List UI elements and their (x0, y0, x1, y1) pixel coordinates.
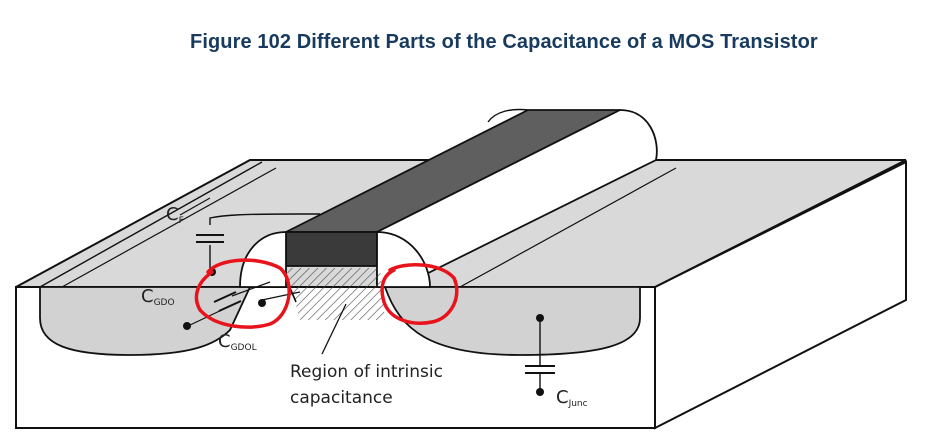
red-annotation-circle-right (380, 263, 459, 325)
figure-title: Figure 102 Different Parts of the Capaci… (190, 31, 818, 53)
label-cjunc: CJunc (556, 387, 588, 409)
capacitor-symbol-cf (196, 234, 224, 243)
surface-strip-line (179, 197, 211, 216)
label-cgdol: CGDOL (218, 331, 257, 353)
red-annotation-circle-left (194, 258, 291, 329)
label-region-line1: Region of intrinsic (290, 362, 443, 382)
label-cf: CF (166, 204, 184, 226)
intrinsic-region-hatch (286, 268, 385, 320)
capacitor-symbol-cgdol (261, 287, 301, 303)
surface-strip-line (459, 167, 677, 288)
gate-oxide-dome (376, 109, 658, 288)
label-cgdo: CGDO (141, 286, 175, 308)
gate-poly-front (285, 231, 378, 267)
gate-dome-left (239, 231, 287, 288)
surface-strip-line (61, 167, 277, 288)
node-dot (536, 314, 544, 322)
gate-end-cap (487, 108, 529, 123)
node-dot (183, 322, 191, 330)
label-region-line2: capacitance (290, 388, 393, 408)
fringe-capacitor-wire (209, 213, 320, 225)
node-dot (258, 299, 266, 307)
region-leader-line (321, 303, 347, 355)
node-dot (536, 388, 544, 396)
surface-strip-line (39, 161, 263, 288)
